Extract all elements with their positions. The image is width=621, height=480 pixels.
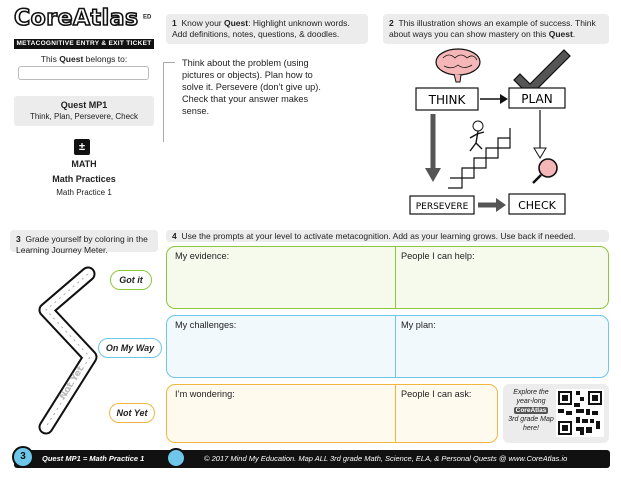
quest-subtitle: Think, Plan, Persevere, Check (29, 112, 139, 121)
footer-quest: Quest MP1 = Math Practice 1 (42, 454, 145, 463)
ticket-subtitle: METACOGNITIVE ENTRY & EXIT TICKET (14, 39, 154, 49)
calculator-icon: ± (74, 139, 90, 155)
step-4-instructions: 4 Use the prompts at your level to activ… (166, 230, 609, 242)
level-got-it[interactable]: Got it (110, 270, 152, 290)
step-3-instructions: 3 Grade yourself by coloring in the Lear… (10, 230, 158, 255)
success-illustration: THINK PLAN PERSEVERE CHECK (409, 48, 571, 215)
challenges-label: My challenges: (175, 320, 237, 330)
staircase (450, 128, 511, 179)
arrow-head-down (533, 147, 547, 159)
magnifier-icon (532, 158, 558, 184)
level-not-yet[interactable]: Not Yet (109, 403, 155, 423)
owner-name-field[interactable] (18, 66, 149, 80)
practice-area-label: Math Practices (52, 174, 116, 184)
think-sign (415, 87, 479, 111)
plan-label: PLAN (521, 92, 552, 106)
subject-label: MATH (71, 159, 97, 169)
persevere-label: PERSEVERE (416, 202, 469, 212)
belongs-to-label: This Quest belongs to: (40, 54, 128, 64)
evidence-label: My evidence: (175, 251, 230, 261)
qr-code-icon[interactable] (556, 389, 604, 437)
persevere-sign (409, 195, 475, 215)
arrow-head-down-left (425, 168, 441, 182)
step-2-instructions: 2 This illustration shows an example of … (383, 14, 609, 44)
check-label: CHECK (518, 199, 557, 212)
got-it-panel: My evidence: People I can help: (166, 246, 609, 309)
panel-divider (395, 385, 396, 442)
plan-sign (508, 87, 566, 109)
plan-label-text: My plan: (401, 320, 436, 330)
level-on-my-way[interactable]: On My Way (98, 338, 162, 358)
quest-title: Quest MP1 (60, 100, 108, 110)
footer-copyright: © 2017 Mind My Education. Map ALL 3rd gr… (204, 454, 568, 463)
panel-divider (395, 316, 396, 377)
grade-badge: 3 (12, 446, 34, 468)
quest-info-box: Quest MP1 Think, Plan, Persevere, Check (14, 96, 154, 126)
on-my-way-panel: My challenges: My plan: (166, 315, 609, 378)
panel-divider (395, 247, 396, 308)
check-sign (508, 193, 566, 215)
step-1-instructions: 1 Know your Quest: Highlight unknown wor… (166, 14, 368, 44)
arrow-head-right-bottom (496, 198, 506, 212)
connector-line (163, 62, 175, 142)
chat-bubble-icon (166, 448, 186, 468)
climber-figure (469, 120, 485, 152)
qr-caption: Explore the year-long CoreAtlas 3rd grad… (508, 389, 554, 432)
brain-icon (435, 48, 481, 83)
not-yet-panel: I’m wondering: People I can ask: (166, 384, 498, 443)
quest-description: Think about the problem (using pictures … (182, 58, 321, 116)
logo-text: CoreAtlas (13, 5, 139, 32)
footer-bar: Quest MP1 = Math Practice 1 © 2017 Mind … (14, 450, 610, 468)
learning-journey-meter[interactable]: Not Yet (18, 262, 98, 442)
arrow-head-right (500, 94, 508, 104)
practice-number-label: Math Practice 1 (56, 188, 112, 197)
coreatlas-logo: CoreAtlas ED (13, 5, 152, 36)
people-ask-label: People I can ask: (401, 389, 472, 399)
checkmark-icon (513, 49, 571, 97)
wondering-label: I’m wondering: (175, 389, 235, 399)
logo-mark: ED (143, 14, 152, 21)
people-help-label: People I can help: (401, 251, 475, 261)
think-label: THINK (428, 93, 467, 107)
